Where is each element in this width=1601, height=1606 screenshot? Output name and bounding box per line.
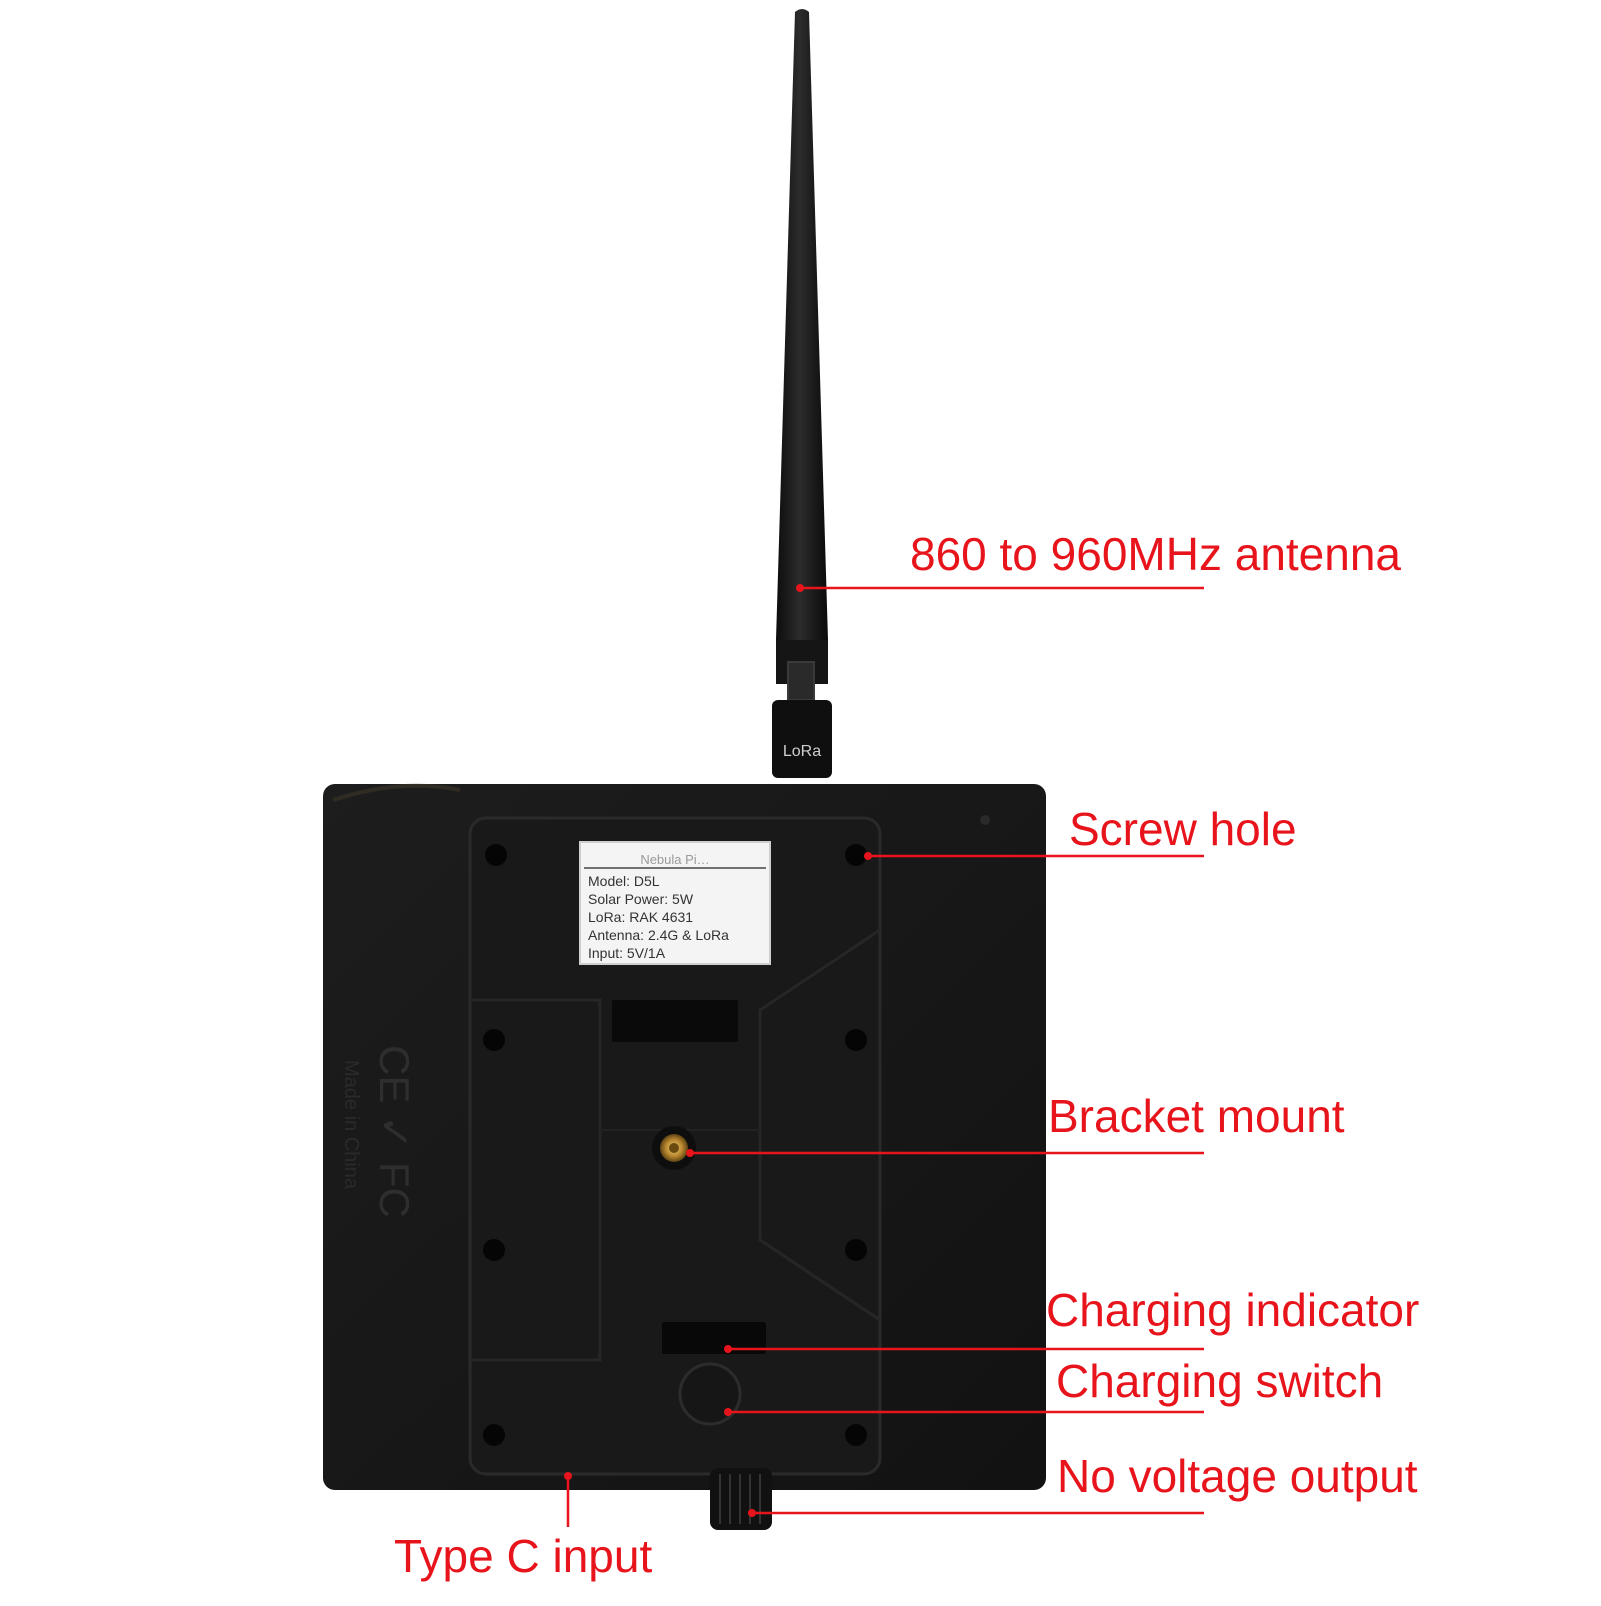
leader-no-voltage-output-dot	[748, 1509, 756, 1517]
screw-holes	[483, 815, 990, 1446]
leader-screw-hole-dot	[864, 852, 872, 860]
spec-label-header: Nebula Pi…	[640, 852, 709, 867]
spec-line-lora: LoRa: RAK 4631	[588, 909, 693, 925]
antenna-base	[772, 700, 832, 778]
leader-antenna-dot	[796, 584, 804, 592]
charging-switch	[678, 1362, 742, 1426]
antenna-joint	[787, 661, 815, 701]
recessed-slot	[612, 1000, 738, 1042]
callout-charging-switch: Charging switch	[1056, 1355, 1384, 1407]
device-body: CE ✓ FC Made in China Nebula Pi… Model: …	[323, 783, 1046, 1530]
callout-leaders	[564, 584, 1204, 1527]
screw-hole	[845, 1239, 867, 1261]
leader-type-c-input-dot	[564, 1472, 572, 1480]
embossed-brand: Made in China	[340, 1060, 362, 1190]
screw-hole	[483, 1239, 505, 1261]
screw-hole	[845, 844, 867, 866]
spec-line-solar: Solar Power: 5W	[588, 891, 694, 907]
callout-type-c-input: Type C input	[394, 1530, 653, 1582]
leader-charging-indicator-dot	[724, 1345, 732, 1353]
charging-indicator	[662, 1322, 766, 1354]
screw-hole	[483, 1424, 505, 1446]
screw-hole	[845, 1424, 867, 1446]
callout-bracket-mount: Bracket mount	[1048, 1090, 1345, 1142]
screw-hole	[485, 844, 507, 866]
antenna-base-mark: LoRa	[783, 743, 821, 760]
spec-line-antenna: Antenna: 2.4G & LoRa	[588, 927, 729, 943]
spec-line-model: Model: D5L	[588, 873, 660, 889]
leader-bracket-mount-dot	[686, 1149, 694, 1157]
screw-hole	[483, 1029, 505, 1051]
leader-charging-switch-dot	[724, 1408, 732, 1416]
callout-screw-hole: Screw hole	[1069, 803, 1297, 855]
vent-hole	[980, 815, 990, 825]
spec-line-input: Input: 5V/1A	[588, 945, 666, 961]
callout-charging-indicator: Charging indicator	[1046, 1284, 1420, 1336]
screw-hole	[845, 1029, 867, 1051]
antenna: LoRa	[772, 9, 832, 778]
spec-label: Nebula Pi… Model: D5L Solar Power: 5W Lo…	[579, 841, 771, 965]
callout-no-voltage-output: No voltage output	[1057, 1450, 1418, 1502]
antenna-whip	[776, 9, 828, 640]
certification-marks: CE ✓ FC	[371, 1045, 418, 1218]
callout-antenna: 860 to 960MHz antenna	[910, 528, 1402, 580]
